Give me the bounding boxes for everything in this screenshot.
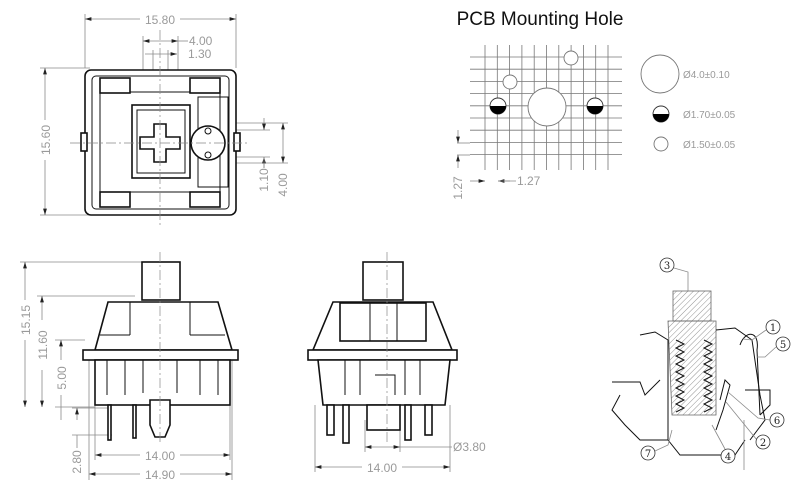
small-hole: [563, 50, 579, 66]
front-view: Ø3.80 14.00: [307, 252, 486, 475]
dim-stem-diameter: Ø3.80: [453, 440, 486, 454]
callout-1: 1: [742, 319, 781, 341]
half-filled-hole: [586, 97, 604, 115]
dim-total-height: 15.15: [19, 305, 33, 335]
callout-4: 4: [711, 424, 736, 464]
svg-text:6: 6: [774, 416, 780, 427]
svg-text:5: 5: [780, 340, 786, 351]
center-hole: [527, 87, 567, 127]
dim-flange-width: 14.90: [145, 468, 175, 482]
callout-2: 2: [725, 401, 771, 450]
cross-section: 3 1 5 6 2 4 7: [611, 257, 791, 470]
dim-pitch-x: 1.27: [517, 174, 541, 188]
side-view: 15.15 11.60 5.00 2.80 14.00 14.90: [19, 252, 239, 482]
dim-front-width: 14.00: [367, 461, 397, 475]
svg-text:1: 1: [770, 323, 776, 334]
svg-text:4: 4: [725, 452, 731, 463]
svg-text:2: 2: [760, 438, 766, 449]
callout-5: 5: [757, 336, 791, 358]
legend: Ø4.0±0.10 Ø1.70±0.05 Ø1.50±0.05: [640, 54, 736, 152]
legend-label: Ø1.50±0.05: [683, 140, 736, 151]
dim-top-height: 11.60: [36, 330, 50, 359]
legend-small-hole-icon: [653, 136, 669, 152]
top-view: 15.80 4.00 1.30 15.60 1.10 4.00: [39, 13, 290, 225]
svg-text:3: 3: [664, 261, 670, 272]
callout-7: 7: [640, 429, 673, 461]
dim-width: 15.80: [145, 13, 175, 27]
legend-label: Ø4.0±0.10: [683, 70, 730, 81]
pcb-title: PCB Mounting Hole: [457, 9, 624, 30]
pcb-mounting-hole: PCB Mounting Hole 1.27 1.27 Ø4.0±0.10: [451, 9, 736, 200]
dim-bottom-height: 5.00: [55, 366, 69, 390]
legend-large-hole-icon: [640, 54, 680, 94]
legend-half-filled-icon: [652, 105, 670, 123]
legend-label: Ø1.70±0.05: [683, 110, 736, 121]
callout-3: 3: [659, 257, 689, 291]
svg-text:7: 7: [645, 449, 651, 460]
dim-stem-inner: 1.30: [188, 47, 212, 61]
dim-body-width: 14.00: [145, 449, 175, 463]
dim-stem-outer: 4.00: [189, 34, 213, 48]
dim-led-outer: 4.00: [276, 173, 290, 197]
half-filled-hole: [489, 97, 507, 115]
small-hole: [502, 74, 518, 90]
dim-pitch-y: 1.27: [451, 176, 465, 200]
dim-led-inner: 1.10: [257, 168, 271, 192]
dim-height: 15.60: [39, 125, 53, 155]
callout-6: 6: [727, 391, 785, 428]
dim-pin-length: 2.80: [70, 450, 84, 474]
